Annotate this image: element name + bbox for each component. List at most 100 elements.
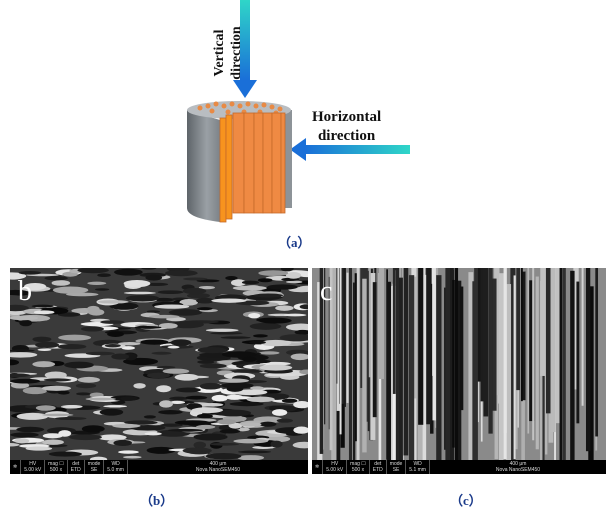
channel-mark	[521, 271, 526, 401]
pore-mark	[134, 326, 162, 329]
mode-label: mode	[389, 461, 403, 467]
channel-mark	[339, 268, 342, 435]
pore-mark	[123, 291, 156, 295]
channel-mark	[532, 268, 535, 441]
mode-value: SE	[90, 467, 98, 473]
pore-mark	[209, 442, 240, 446]
channel-mark	[445, 268, 451, 460]
channel-mark	[573, 268, 579, 390]
pore-mark	[58, 334, 92, 341]
pore-mark	[148, 314, 180, 319]
pore-mark	[219, 429, 241, 434]
pore-mark	[10, 289, 29, 296]
pore-mark	[37, 348, 52, 351]
pore-mark	[186, 293, 210, 299]
channel-mark	[348, 268, 353, 460]
channel-mark	[436, 275, 442, 460]
pore-mark	[42, 413, 74, 417]
pore-mark	[162, 368, 190, 374]
pore-mark	[144, 282, 169, 286]
channel-mark	[545, 268, 552, 414]
pore-mark	[199, 382, 222, 390]
pore-mark	[230, 279, 246, 287]
pore-mark	[259, 351, 280, 355]
panel-letter-c: c	[320, 276, 333, 307]
pore-mark	[235, 300, 270, 306]
pore-mark	[215, 409, 252, 417]
pore-mark	[229, 401, 264, 407]
wd-value: 5.1 mm	[409, 467, 426, 473]
pore-mark	[205, 328, 239, 332]
pore-mark	[189, 451, 210, 455]
pore-mark	[147, 372, 171, 379]
det-label: det	[72, 461, 80, 467]
pore-mark	[146, 446, 176, 454]
pore-mark	[10, 373, 31, 378]
channel-mark	[386, 281, 391, 460]
channel-mark	[354, 273, 357, 442]
channel-mark	[588, 286, 594, 460]
pore-mark	[205, 453, 242, 460]
channel-mark	[505, 284, 512, 460]
pore-mark	[242, 356, 257, 362]
pore-mark	[293, 401, 308, 409]
pore-mark	[259, 364, 293, 371]
pore-mark	[193, 441, 207, 449]
pore-mark	[246, 285, 260, 288]
channel-mark	[520, 268, 523, 402]
channel-mark	[319, 268, 324, 454]
mode-value: SE	[392, 467, 400, 473]
pore-mark	[196, 413, 213, 419]
pore-mark	[260, 339, 292, 347]
pore-mark	[193, 433, 228, 441]
pore-mark	[158, 322, 178, 329]
pore-mark	[32, 336, 52, 343]
channel-mark	[555, 268, 561, 424]
channel-mark	[392, 268, 396, 394]
pore-mark	[174, 420, 211, 426]
channel-mark	[498, 273, 504, 460]
pore-mark	[196, 424, 216, 429]
channel-mark	[472, 281, 476, 460]
pore-mark	[286, 323, 308, 331]
pore-mark	[58, 430, 72, 437]
pore-mark	[16, 412, 49, 420]
pore-mark	[143, 415, 156, 419]
pore-mark	[160, 423, 183, 427]
channel-mark	[459, 286, 464, 411]
pore-mark	[238, 450, 272, 454]
pore-mark	[24, 283, 47, 291]
sem-texture-vertical-channels	[312, 268, 606, 460]
pore-mark	[121, 346, 136, 350]
pore-mark	[16, 426, 45, 433]
pore-mark	[197, 360, 215, 364]
pore-mark	[167, 345, 180, 349]
scale-bar-label: 400 μm	[209, 461, 227, 467]
channel-mark	[585, 268, 591, 452]
pore-mark	[52, 286, 89, 294]
pore-mark	[231, 369, 265, 373]
pore-mark	[22, 387, 48, 395]
hv-value: 5.00 kV	[326, 467, 344, 473]
pore-mark	[156, 385, 172, 393]
pore-mark	[197, 346, 227, 354]
pore-mark	[151, 351, 172, 355]
pore-mark	[283, 313, 307, 317]
det-label: det	[374, 461, 382, 467]
pore-mark	[211, 298, 247, 303]
pore-mark	[257, 278, 273, 283]
pore-mark	[182, 287, 207, 295]
pore-mark	[114, 268, 143, 276]
pore-mark	[185, 395, 208, 400]
pore-mark	[253, 293, 284, 298]
pore-mark	[202, 403, 224, 407]
pore-mark	[225, 276, 238, 281]
pore-mark	[210, 332, 243, 335]
horizontal-arrow	[290, 138, 410, 161]
pore-mark	[221, 382, 254, 389]
pore-mark	[133, 383, 146, 389]
caption-b: （b）	[140, 493, 174, 508]
pore-mark	[19, 319, 33, 327]
